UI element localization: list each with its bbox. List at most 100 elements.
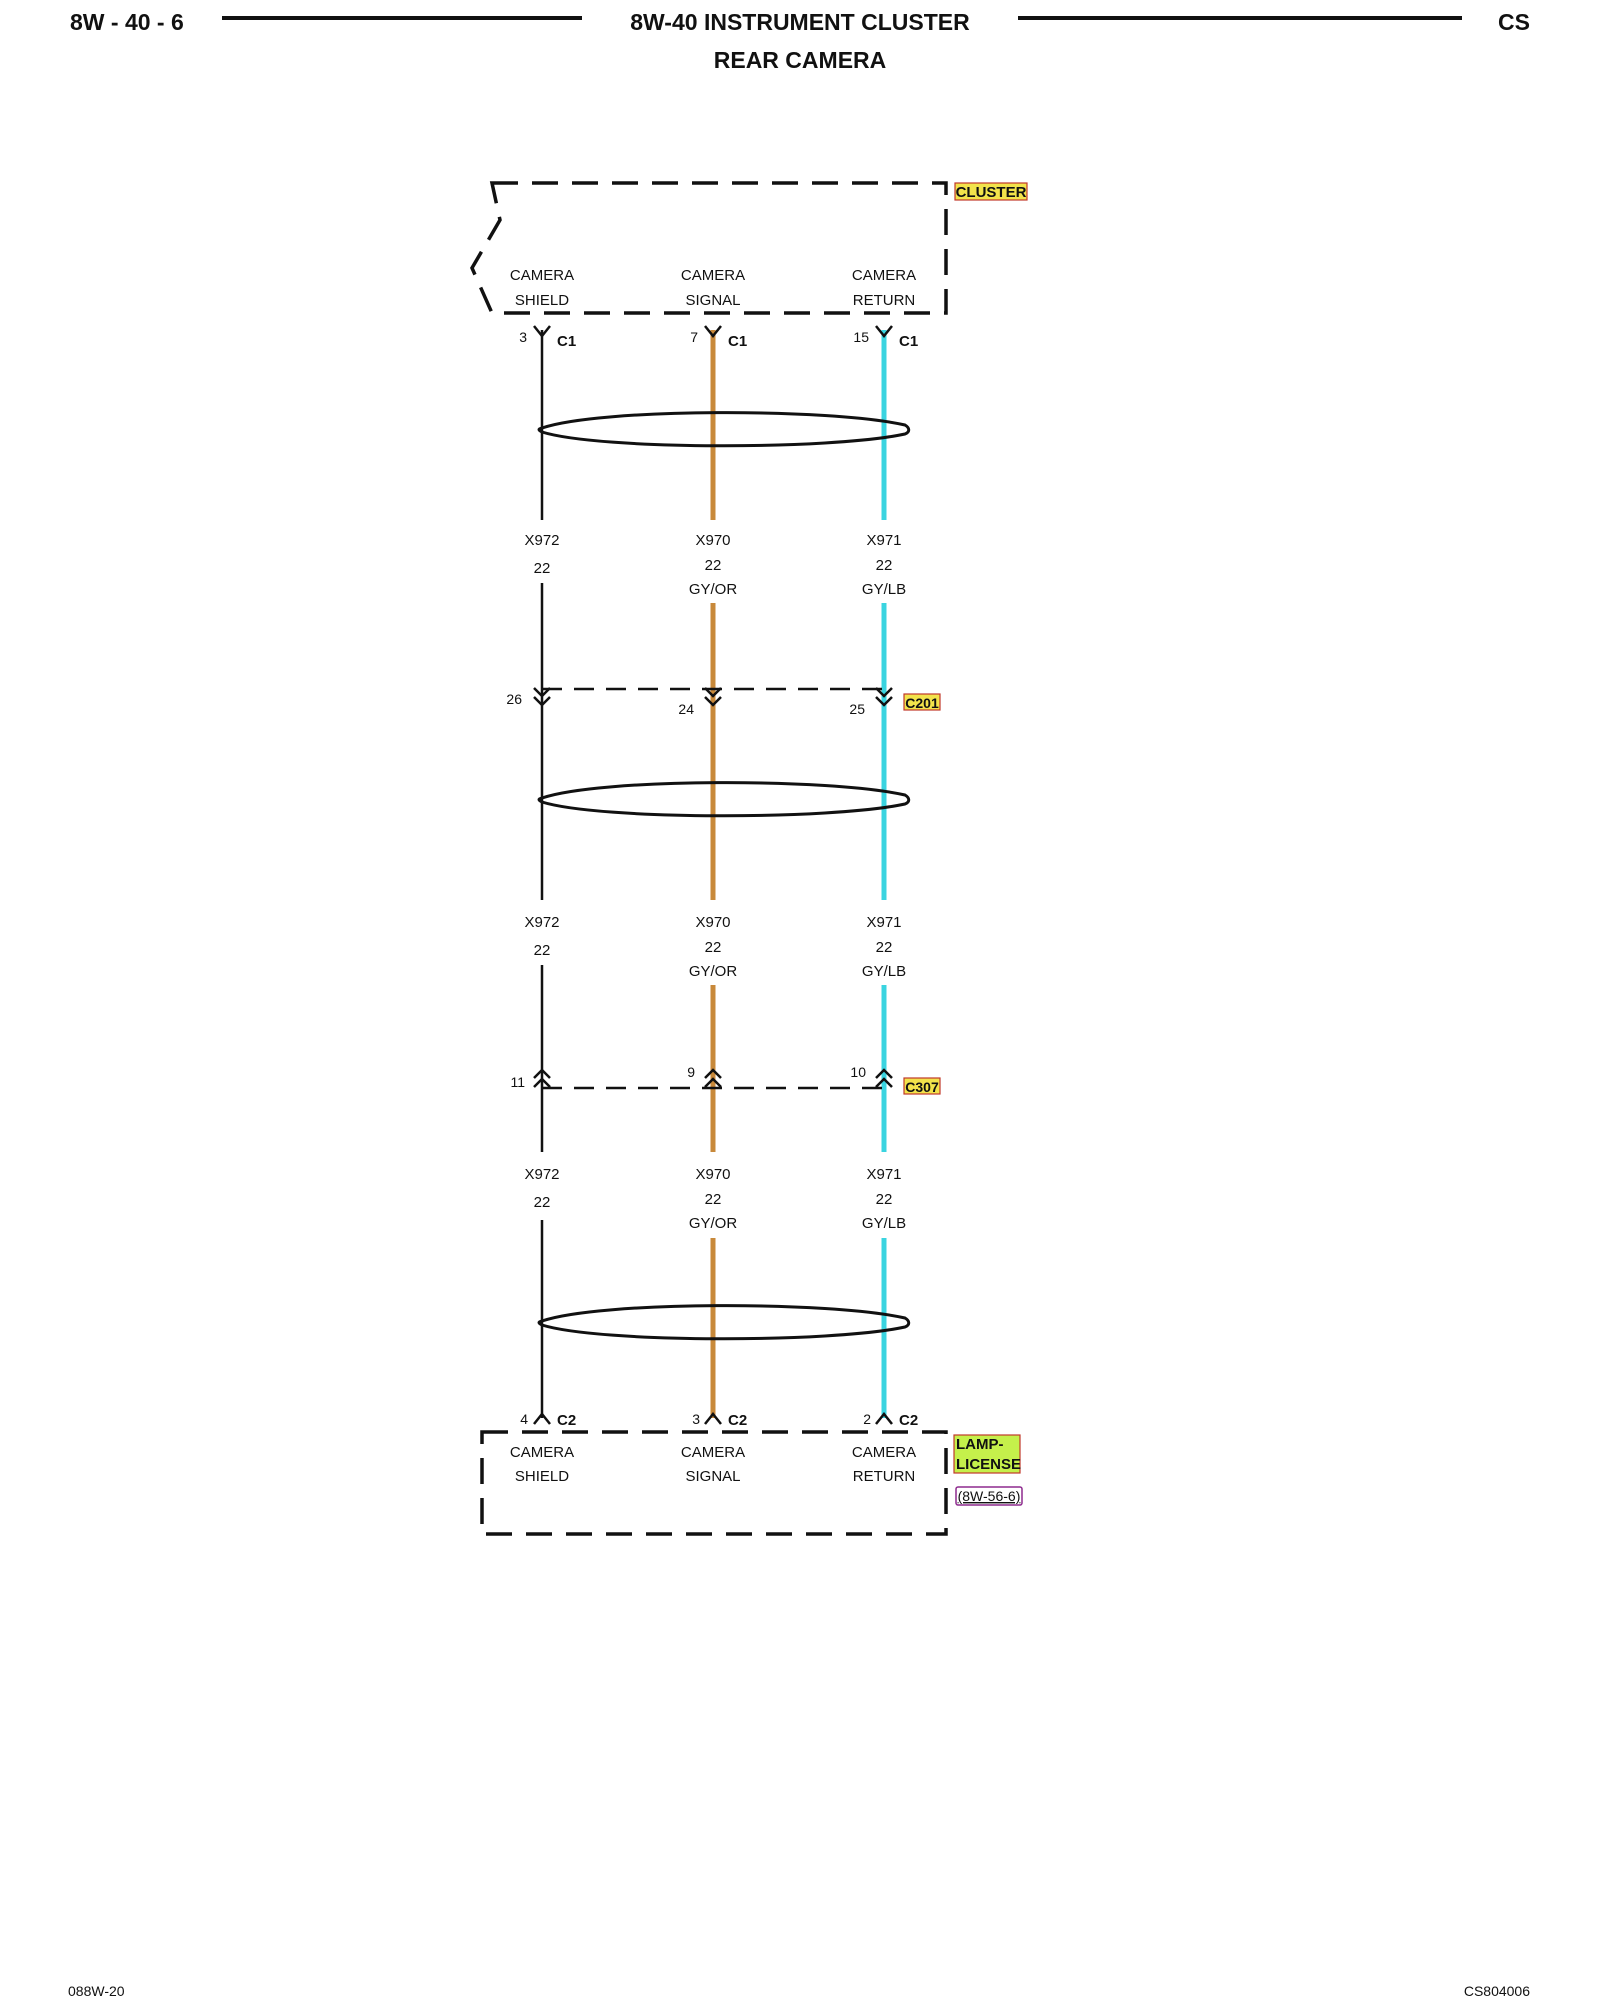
wire-gauge-return-3: 22: [876, 1191, 893, 1208]
lamp-signal-label-1: CAMERA: [681, 1444, 745, 1461]
c307-tag-bg: [903, 1077, 941, 1095]
wire-labels-1: X972 22 X970 22 GY/OR X971 22 GY/LB: [524, 532, 906, 598]
c2-pin-signal: 3: [692, 1411, 700, 1427]
lamp-shield-label-1: CAMERA: [510, 1444, 574, 1461]
connector-c307: 11 9 10 C307: [510, 1064, 941, 1095]
wire-id-return-3: X971: [866, 1166, 901, 1183]
twist-marker-1: [537, 411, 911, 448]
cluster-tag: CLUSTER: [956, 184, 1027, 201]
lamp-license-module: LAMP- LICENSE (8W-56-6) CAMERA SHIELD CA…: [480, 1430, 1023, 1536]
c2-pin-symbol-1: [533, 1411, 551, 1425]
wire-gauge-shield-1: 22: [534, 560, 551, 577]
twist-marker-2: [537, 781, 911, 818]
lamp-ref-box[interactable]: [955, 1486, 1023, 1506]
c307-tag: C307: [905, 1079, 939, 1095]
c201-pin-symbol-1: [533, 687, 551, 707]
c201-pin-symbol-3: [875, 687, 893, 707]
wire-color-return-1: GY/LB: [862, 581, 906, 598]
wire-color-signal-1: GY/OR: [689, 581, 738, 598]
c201-tag-bg: [903, 693, 941, 711]
lamp-box: [480, 1430, 948, 1536]
c1-label-shield: C1: [557, 333, 576, 350]
cluster-signal-label-2: SIGNAL: [685, 292, 740, 309]
page-footer: 088W-20 CS804006: [68, 1983, 1530, 1999]
c201-pin-symbol-2: [704, 687, 722, 707]
cluster-shield-label-1: CAMERA: [510, 267, 574, 284]
twist-markers: [537, 411, 911, 1341]
wire-runs: [540, 330, 887, 1418]
cluster-return-label-2: RETURN: [853, 292, 916, 309]
c201-pin-shield: 26: [506, 691, 522, 707]
wire-gauge-return-1: 22: [876, 557, 893, 574]
lamp-signal-label-2: SIGNAL: [685, 1468, 740, 1485]
wire-color-signal-3: GY/OR: [689, 1215, 738, 1232]
wire-labels-2: X972 22 X970 22 GY/OR X971 22 GY/LB: [524, 914, 906, 980]
c307-pin-symbol-1: [533, 1068, 551, 1088]
footer-left-code: 088W-20: [68, 1983, 125, 1999]
c307-pin-symbol-2: [704, 1068, 722, 1088]
c1-pin-signal: 7: [690, 329, 698, 345]
wire-labels-3: X972 22 X970 22 GY/OR X971 22 GY/LB: [524, 1166, 906, 1232]
c2-pin-symbol-3: [875, 1411, 893, 1425]
cluster-tag-bg: [954, 182, 1028, 201]
connector-c2: 4 3 2 C2 C2 C2: [520, 1411, 918, 1429]
wire-gauge-shield-2: 22: [534, 942, 551, 959]
wire-color-signal-2: GY/OR: [689, 963, 738, 980]
c201-pin-return: 25: [849, 701, 865, 717]
c1-pin-shield: 3: [519, 329, 527, 345]
wire-id-return-1: X971: [866, 532, 901, 549]
wire-id-signal-1: X970: [695, 532, 730, 549]
c2-label-shield: C2: [557, 1412, 576, 1429]
wire-id-shield-1: X972: [524, 532, 559, 549]
page-number: 8W - 40 - 6: [70, 9, 184, 35]
wire-color-return-3: GY/LB: [862, 1215, 906, 1232]
twist-marker-3: [537, 1304, 911, 1341]
page-header: 8W - 40 - 6 8W-40 INSTRUMENT CLUSTER CS …: [70, 9, 1530, 73]
footer-right-code: CS804006: [1464, 1983, 1530, 1999]
c307-pin-shield: 11: [510, 1074, 525, 1090]
c1-pin-symbol-1: [533, 325, 551, 339]
c2-pin-shield: 4: [520, 1411, 528, 1427]
page-subtitle: REAR CAMERA: [714, 47, 887, 73]
c307-pin-symbol-3: [875, 1068, 893, 1088]
lamp-return-label-2: RETURN: [853, 1468, 916, 1485]
wire-gauge-signal-1: 22: [705, 557, 722, 574]
c2-pin-symbol-2: [704, 1411, 722, 1425]
page-title: 8W-40 INSTRUMENT CLUSTER: [630, 9, 970, 35]
wire-id-signal-2: X970: [695, 914, 730, 931]
wire-gauge-shield-3: 22: [534, 1194, 551, 1211]
c1-label-signal: C1: [728, 333, 747, 350]
c1-pin-return: 15: [853, 329, 869, 345]
wire-gauge-signal-3: 22: [705, 1191, 722, 1208]
lamp-return-label-1: CAMERA: [852, 1444, 916, 1461]
cluster-shield-label-2: SHIELD: [515, 292, 569, 309]
wire-id-shield-3: X972: [524, 1166, 559, 1183]
cluster-return-label-1: CAMERA: [852, 267, 916, 284]
c201-pin-signal: 24: [678, 701, 694, 717]
c1-label-return: C1: [899, 333, 918, 350]
cluster-box: [470, 181, 948, 315]
c201-tag: C201: [905, 695, 939, 711]
lamp-tag-line-2: LICENSE: [956, 1456, 1021, 1473]
lamp-tag-line-1: LAMP-: [956, 1436, 1004, 1453]
wire-color-return-2: GY/LB: [862, 963, 906, 980]
cluster-module: CLUSTER CAMERA SHIELD CAMERA SIGNAL CAME…: [470, 181, 1028, 315]
c307-pin-signal: 9: [687, 1064, 695, 1080]
lamp-shield-label-2: SHIELD: [515, 1468, 569, 1485]
section-code: CS: [1498, 9, 1530, 35]
c2-label-signal: C2: [728, 1412, 747, 1429]
c307-pin-return: 10: [850, 1064, 866, 1080]
wire-gauge-return-2: 22: [876, 939, 893, 956]
cluster-signal-label-1: CAMERA: [681, 267, 745, 284]
wire-id-signal-3: X970: [695, 1166, 730, 1183]
c2-label-return: C2: [899, 1412, 918, 1429]
c1-pin-symbol-2: [704, 325, 722, 339]
c2-pin-return: 2: [863, 1411, 871, 1427]
connector-c1: 3 7 15 C1 C1 C1: [519, 325, 918, 350]
c1-pin-symbol-3: [875, 325, 893, 339]
wire-gauge-signal-2: 22: [705, 939, 722, 956]
lamp-tag-bg: [953, 1434, 1021, 1474]
lamp-ref-link[interactable]: (8W-56-6): [958, 1488, 1021, 1504]
wire-id-shield-2: X972: [524, 914, 559, 931]
